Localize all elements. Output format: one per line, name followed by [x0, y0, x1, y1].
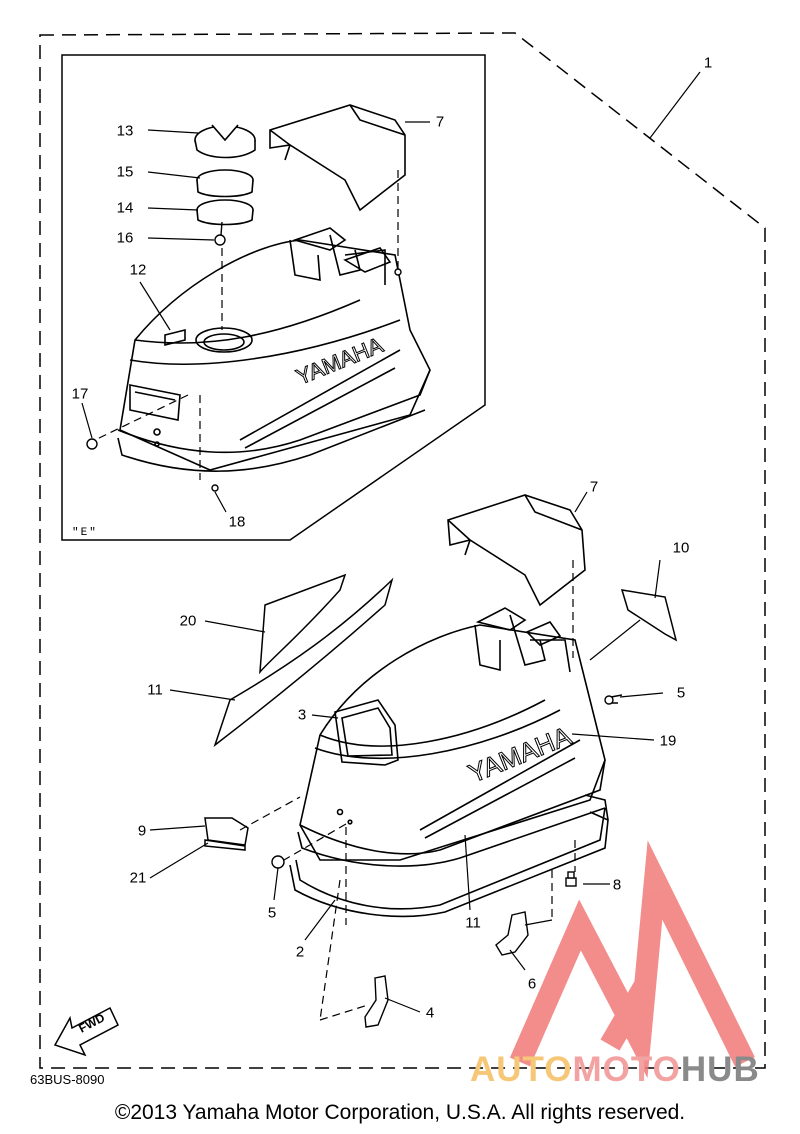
- watermark-text: AUTOMOTOHUB: [470, 1050, 760, 1090]
- fwd-arrow: [53, 1006, 119, 1057]
- label-4: 4: [425, 1004, 435, 1022]
- label-19: 19: [659, 732, 677, 750]
- label-14: 14: [116, 199, 134, 217]
- bottom-seal: [289, 794, 609, 918]
- label-18: 18: [228, 513, 246, 531]
- outer-dashed-border: [39, 32, 766, 1069]
- bracket-4: [364, 975, 389, 1028]
- screw-8: [565, 871, 577, 887]
- watermark-part-auto: AUTO: [470, 1050, 573, 1089]
- main-guide-lines: [239, 560, 576, 1021]
- watermark-part-moto: MOTO: [572, 1050, 681, 1089]
- inset-cable: [214, 221, 226, 246]
- label-2: 2: [295, 943, 305, 961]
- inset-hood-cover: [269, 104, 406, 212]
- label-15: 15: [116, 163, 134, 181]
- decal-10: [620, 589, 678, 642]
- label-8: 8: [612, 876, 622, 894]
- label-21: 21: [129, 869, 147, 887]
- label-7-inset: 7: [435, 113, 445, 131]
- label-13: 13: [116, 122, 134, 140]
- inset-guide-lines: [94, 170, 399, 480]
- label-16: 16: [116, 229, 134, 247]
- inset-rings: [196, 169, 254, 226]
- label-10: 10: [672, 539, 690, 557]
- label-7-main: 7: [589, 478, 599, 496]
- main-cowling: YAMAHA: [297, 607, 606, 867]
- label-12: 12: [129, 261, 147, 279]
- bracket-6: [495, 911, 529, 956]
- inset-mark: "E": [72, 527, 98, 539]
- label-9: 9: [137, 822, 147, 840]
- copyright-notice: ©2013 Yamaha Motor Corporation, U.S.A. A…: [114, 1101, 686, 1124]
- label-1: 1: [703, 54, 713, 72]
- main-leaders: [149, 491, 664, 1013]
- label-17: 17: [71, 385, 89, 403]
- plate-9: [204, 817, 249, 851]
- label-11-left: 11: [147, 681, 163, 699]
- inset-cap: [194, 124, 256, 159]
- side-decals: [213, 573, 394, 748]
- inset-cowling: YAMAHA: [117, 227, 431, 472]
- label-20: 20: [179, 612, 197, 630]
- part-code: 63BUS-8090: [30, 1072, 105, 1087]
- label-11-bottom: 11: [465, 914, 481, 932]
- main-hood-cover: [447, 494, 586, 607]
- inset-screw-18: [211, 484, 219, 492]
- inset-box: [61, 54, 486, 541]
- inset-leaders: [81, 71, 701, 513]
- watermark-part-hub: HUB: [680, 1050, 760, 1089]
- watermark-logo: [509, 840, 755, 1079]
- label-6: 6: [527, 975, 537, 993]
- label-5-left: 5: [267, 904, 277, 922]
- inset-bolt-17: [86, 438, 98, 450]
- label-5-right: 5: [676, 684, 686, 702]
- label-3: 3: [297, 706, 307, 724]
